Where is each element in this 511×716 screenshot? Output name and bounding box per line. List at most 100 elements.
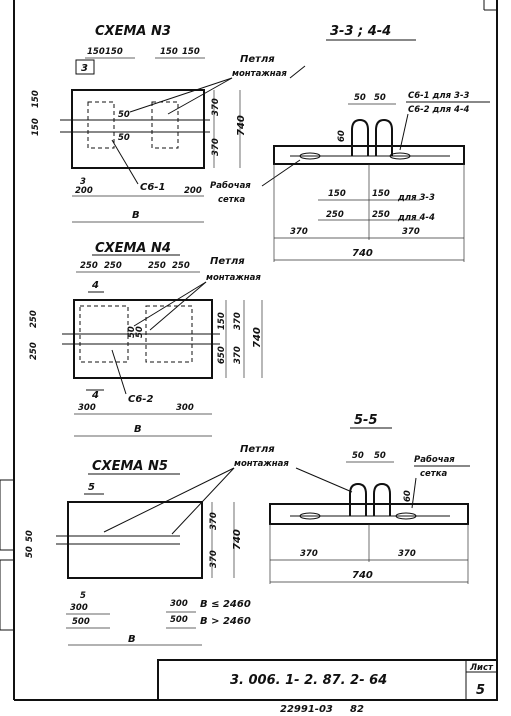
s5-cond-2: В > 2460: [200, 616, 251, 627]
s3-left-dim-2: 150: [31, 118, 41, 136]
section-34-title: 3-3 ; 4-4: [330, 24, 391, 39]
footer-number: 22991-03: [280, 704, 333, 715]
section-5-5: 5-5 50 50 60 Рабочая сетка 370 370 740: [269, 413, 470, 584]
s4-dim-top-3: 250: [148, 261, 166, 271]
s4-dim-top-4: 250: [172, 261, 190, 271]
s5-label-b: В: [128, 634, 136, 645]
s55-work-mesh-2: сетка: [420, 469, 447, 479]
stamp-sheet-no: 5: [476, 683, 485, 698]
s3-label-cb: С6-1: [140, 182, 165, 193]
s3-left-dim-1: 150: [31, 90, 41, 108]
s55-work-mesh-1: Рабочая: [414, 454, 455, 465]
s4-left-dim-1: 250: [29, 310, 39, 328]
s4-inner-dim-1: 50: [127, 326, 137, 338]
s3-bottom-dim-1: 200: [75, 186, 93, 196]
s5-right-dim-1: 370: [209, 512, 219, 530]
s4-side-dim-2: 370: [233, 346, 243, 364]
s55-row-b: 370: [398, 549, 416, 559]
s34-row2-c: для 4-4: [397, 213, 435, 223]
s5-plate: [67, 501, 203, 579]
s34-row2-a: 250: [326, 210, 344, 220]
s55-loop-left: [349, 482, 367, 516]
s5-right-dim-2: 370: [209, 550, 219, 568]
s4-mark-4: 4: [91, 280, 99, 291]
s5-left-dim-1: 50: [25, 530, 35, 542]
s4-dim-top-2: 250: [104, 261, 122, 271]
s4-plate: [73, 299, 213, 379]
s4-bottom-dim-2: 300: [176, 403, 194, 413]
s34-work-mesh-2: сетка: [218, 195, 245, 205]
s34-row1-b: 150: [372, 189, 390, 199]
s34-dim-60: 60: [337, 130, 347, 142]
s3-plate: [71, 89, 205, 169]
s4-right-dim-1: 150: [217, 312, 227, 330]
s34-row3-a: 370: [290, 227, 308, 237]
section-3-3-4-4: 3-3 ; 4-4 50 50 60 С6-1 для 3-3 С6-2 для…: [210, 24, 490, 262]
s55-dim-60: 60: [403, 490, 413, 502]
s55-beam: [269, 503, 469, 525]
s34-top-dim-1: 50: [354, 93, 366, 103]
s34-cb-label-1: С6-1 для 3-3: [408, 91, 470, 101]
s34-loop-right: [375, 118, 393, 156]
s4-label-b: В: [134, 424, 142, 435]
s5-total: 740: [232, 529, 243, 550]
s5-mark-5: 5: [88, 482, 95, 493]
s4-loop-label-2: монтажная: [206, 273, 261, 283]
s55-total: 740: [352, 570, 373, 581]
s34-row1-c: для 3-3: [397, 193, 435, 203]
s55-row-a: 370: [300, 549, 318, 559]
scheme-3: СХЕМА N3 150 150 150 150 3 50 50 150 150…: [31, 24, 306, 223]
s5-loop-label-2: монтажная: [234, 459, 289, 469]
s55-top-dim-1: 50: [352, 451, 364, 461]
s4-label-cb: С6-2: [128, 394, 153, 405]
s3-dim-top-3: 150: [160, 47, 178, 57]
s5-bottom-mark-3: 500: [72, 617, 90, 627]
s5-bottom-mark-1: 5: [80, 591, 86, 601]
scheme-4: СХЕМА N4 250 250 250 250 4 50 50 250 250…: [29, 241, 263, 437]
scheme-3-title: СХЕМА N3: [95, 24, 171, 39]
s3-bottom-dim-2: 200: [184, 186, 202, 196]
s3-mark-3: 3: [81, 63, 88, 74]
s3-right-dim-1: 370: [211, 98, 221, 116]
title-stamp: 3. 006. 1- 2. 87. 2- 64 Лист 5: [157, 659, 498, 701]
scheme-5: СХЕМА N5 5 50 50 370 370 740 5 300 500 3…: [25, 444, 353, 646]
s4-total: 740: [252, 327, 263, 348]
s3-dim-top-4: 150: [182, 47, 200, 57]
s3-inner-dim-1: 50: [118, 110, 130, 120]
s4-inner-dim-2: 50: [135, 326, 145, 338]
s4-left-dim-2: 250: [29, 342, 39, 360]
s3-right-dim-2: 370: [211, 138, 221, 156]
stamp-sheet-label: Лист: [469, 663, 494, 673]
s34-row3-b: 370: [402, 227, 420, 237]
s5-bottom-mark-2: 300: [70, 603, 88, 613]
s5-loop-label-1: Петля: [240, 444, 275, 455]
s3-mark-3b: 3: [80, 177, 86, 187]
s34-row2-b: 250: [372, 210, 390, 220]
s3-loop-label-2: монтажная: [232, 69, 287, 79]
s4-loop-label-1: Петля: [210, 256, 245, 267]
footer-page: 82: [350, 704, 364, 715]
s5-cond-1: В ≤ 2460: [200, 599, 251, 610]
s34-work-mesh-1: Рабочая: [210, 180, 251, 191]
s3-dim-top-1: 150: [87, 47, 105, 57]
s3-loop-label-1: Петля: [240, 54, 275, 65]
scheme-5-title: СХЕМА N5: [92, 459, 168, 474]
s34-loop-left: [351, 118, 369, 156]
s34-total: 740: [352, 248, 373, 259]
s4-bottom-dim-1: 300: [78, 403, 96, 413]
s55-top-dim-2: 50: [374, 451, 386, 461]
s4-side-dim-1: 370: [233, 312, 243, 330]
s34-top-dim-2: 50: [374, 93, 386, 103]
stamp-code: 3. 006. 1- 2. 87. 2- 64: [230, 673, 387, 688]
s5-right-bottom-1: 300: [170, 599, 188, 609]
scheme-4-title: СХЕМА N4: [95, 241, 171, 256]
s34-cb-label-2: С6-2 для 4-4: [408, 105, 470, 115]
s4-right-dim-2: 650: [217, 346, 227, 364]
s55-loop-right: [373, 482, 391, 516]
s5-right-bottom-2: 500: [170, 615, 188, 625]
s3-total: 740: [236, 115, 247, 136]
s4-mark-4b: 4: [91, 390, 99, 401]
s3-label-b: В: [132, 210, 140, 221]
s4-dim-top-1: 250: [80, 261, 98, 271]
